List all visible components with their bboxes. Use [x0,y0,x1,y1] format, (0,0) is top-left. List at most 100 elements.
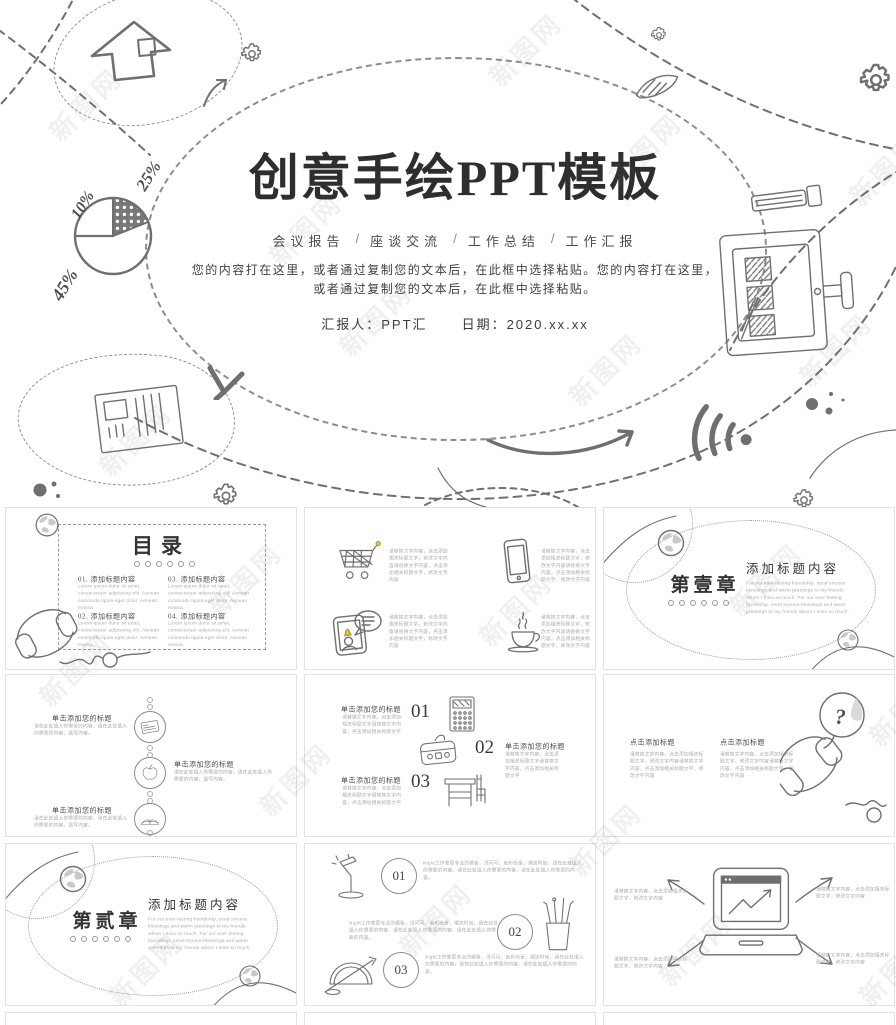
chapter-ellipse [626,520,876,660]
date-label: 日期：2020.xx.xx [461,317,589,332]
slide-thumbnail-1[interactable]: 目录 01. 添加标题内容 Lorem ipsum dolor sit amet… [5,507,297,670]
slide-thumbnail-9[interactable]: 请替换文字内容，点击添加相关标题文字，修改文字内容 请替换文字内容，点击添加相关… [603,843,895,1006]
curved-arrow-icon [486,429,634,456]
toc-item-body: Lorem ipsum dolor sit amet, consectetuer… [78,620,160,648]
globe-icon [239,965,261,987]
item-body: 请替换文字内容，点击添加相关标题文字请替换文字内容，点击添加相关标题文字 [505,751,559,779]
house-arrow-icon [90,20,172,82]
ink-dots [33,481,60,498]
slide-thumbnail-8[interactable]: 01 Night工作室更专业的模板，浅可可，色彩纷呈，潮流时尚，请在此处填入你需… [304,843,596,1006]
laptop-chart-icon [699,867,803,956]
slide-thumbnail-5[interactable]: 单击添加您的标题 请替换文字内容，点击添加相关标题文字请替换文字内容，点击添加相… [304,674,596,837]
corner-text: 请替换文字内容，点击添加相关标题文字，修改文字内容 [614,888,688,902]
corner-text: 请替换文字内容，点击添加相关标题文字，修改文字内容 [614,956,688,970]
cover-body-line: 您的内容打在这里，或者通过复制您的文本后，在此框中选择粘贴。您的内容打在这里， [191,263,719,277]
ink-dots [806,392,845,415]
item-title: 单击添加您的标题 [341,776,401,784]
gear-icon [650,26,666,41]
newspaper-doodle [94,384,184,454]
item-title: 单击添加您的标题 [341,705,401,713]
timeline-title: 单击添加您的标题 [52,714,112,722]
item-title: 单击添加您的标题 [505,742,565,750]
svg-text:?: ? [835,704,846,729]
item-number-circle: 01 [381,858,417,894]
slide-thumbnail-10[interactable] [5,1012,297,1025]
globe-icon [837,629,859,651]
chapter-body: For our ever-lasting friendship, send si… [746,580,849,615]
svg-text:45%: 45% [47,266,82,305]
item-body: Night工作室更专业的模板，浅可可，色彩纷呈，潮流时尚，请在此处填入你需要的内… [425,954,584,975]
gear-icon [241,43,261,62]
toc-item-title: 04. 添加标题内容 [168,613,226,621]
loop-curves [6,851,296,1005]
toc-item-body: Lorem ipsum dolor sit amet, consectetuer… [168,583,250,611]
slide-thumbnail-3[interactable]: 第壹章 添加标题内容 For our ever-lasting friendsh… [603,507,895,670]
slide-thumbnail-11[interactable] [304,1012,596,1025]
timeline-title: 单击添加您的标题 [52,806,112,814]
loop-curves [604,515,894,669]
subtitle-separator: / [453,231,457,246]
calculator-icon [449,696,475,732]
coffee-cup-icon [507,612,540,653]
small-arrow-icon [203,79,227,107]
open-book-icon [140,819,160,825]
item-number: 03 [411,771,430,792]
item-number: 01 [392,868,406,883]
chapter-label: 第壹章 [670,575,740,596]
feature-text: 请替换文字内容，点击添加相关标题文字，修改文字内容请替换文字内容，点击添加相关标… [389,548,448,583]
timeline-node [134,757,166,789]
item-number: 02 [475,737,494,758]
toc-item-body: Lorem ipsum dolor sit amet, consectetuer… [168,620,250,648]
slide-thumbnail-7[interactable]: 第贰章 添加标题内容 For our ever-lasting friendsh… [5,843,297,1006]
cover-ellipse [145,57,767,441]
item-number: 01 [411,701,430,722]
slide-thumbnail-12[interactable] [603,1012,895,1025]
feature-text: 请替换文字内容，点击添加相关标题文字，修改文字内容请替换文字内容，点击添加相关标… [541,548,591,583]
desk-lamp-icon [331,854,364,899]
toc-item-title: 01. 添加标题内容 [78,576,136,584]
phone-handset-icon [15,609,151,668]
globe-icon [59,865,87,893]
slide-thumbnail-4[interactable]: 单击添加您的标题 请在此处填入你需要的内容，请在此处填入你需要的内容，填写内容。… [5,674,297,837]
chapter-label: 第贰章 [72,911,142,932]
column-title: 点击添加标题 [630,738,675,746]
globe-icon [35,513,59,537]
phone-question-doodle: ? [780,692,887,823]
item-body: 请替换文字内容，点击添加相关标题文字请替换文字内容，点击添加相关标题文字 [342,714,401,735]
timeline-body: 请在此处填入你需要的内容，请在此处填入你需要的内容，填写内容。 [34,815,128,829]
item-number-circle: 02 [497,914,533,950]
decorative-circles [70,936,131,942]
smartphone-icon [503,538,531,584]
diagram-arrows [667,877,833,967]
column-title: 点击添加标题 [720,738,765,746]
satchel-icon [420,734,457,766]
gear-icon [859,63,890,92]
feature-text: 请替换文字内容，点击添加相关标题文字，修改文字内容请替换文字内容，点击添加相关标… [389,614,448,649]
slide-thumbnail-6[interactable]: 点击添加标题 请替换文字内容，点击添加相关标题文字，修改文字内容请替换文字内容，… [603,674,895,837]
marker-doodle [750,184,823,212]
cover-title: 创意手绘PPT模板 [248,150,662,206]
pie-chart-doodle: 25% 10% 45% [47,158,165,305]
item-body: Night工作室更专业的模板，浅可可，色彩纷呈，潮流时尚，请在此处填入你需要的内… [423,860,582,881]
item-body: 请替换文字内容，点击添加相关标题文字请替换文字内容，点击添加相关标题文字 [342,785,401,806]
toc-item-body: Lorem ipsum dolor sit amet, consectetuer… [78,583,160,611]
toc-dashed-box [58,524,266,650]
subtitle-item: 工作总结 [467,234,540,249]
subtitle-separator: / [550,231,555,246]
toc-title: 目录 [132,534,190,558]
slide-thumbnail-2[interactable]: 请替换文字内容，点击添加相关标题文字，修改文字内容请替换文字内容，点击添加相关标… [304,507,596,670]
apple-icon [142,764,158,780]
subtitle-separator: / [355,231,360,246]
timeline-node [134,711,166,743]
protractor-icon [324,956,377,996]
chapter-ellipse [28,856,278,996]
timeline-body: 请在此处填入你需要的内容，请在此处填入你需要的内容，填写内容。 [174,769,273,783]
chapter-title: 添加标题内容 [148,898,242,912]
item-number: 03 [394,962,408,977]
feature-text: 请替换文字内容，点击添加相关标题文字，修改文字内容请替换文字内容，点击添加相关标… [541,614,591,649]
cover-slide: 25% 10% 45% [0,0,896,510]
gear-icon [793,489,813,508]
decorative-circles [134,561,195,567]
whiteboard-doodle [719,228,855,357]
